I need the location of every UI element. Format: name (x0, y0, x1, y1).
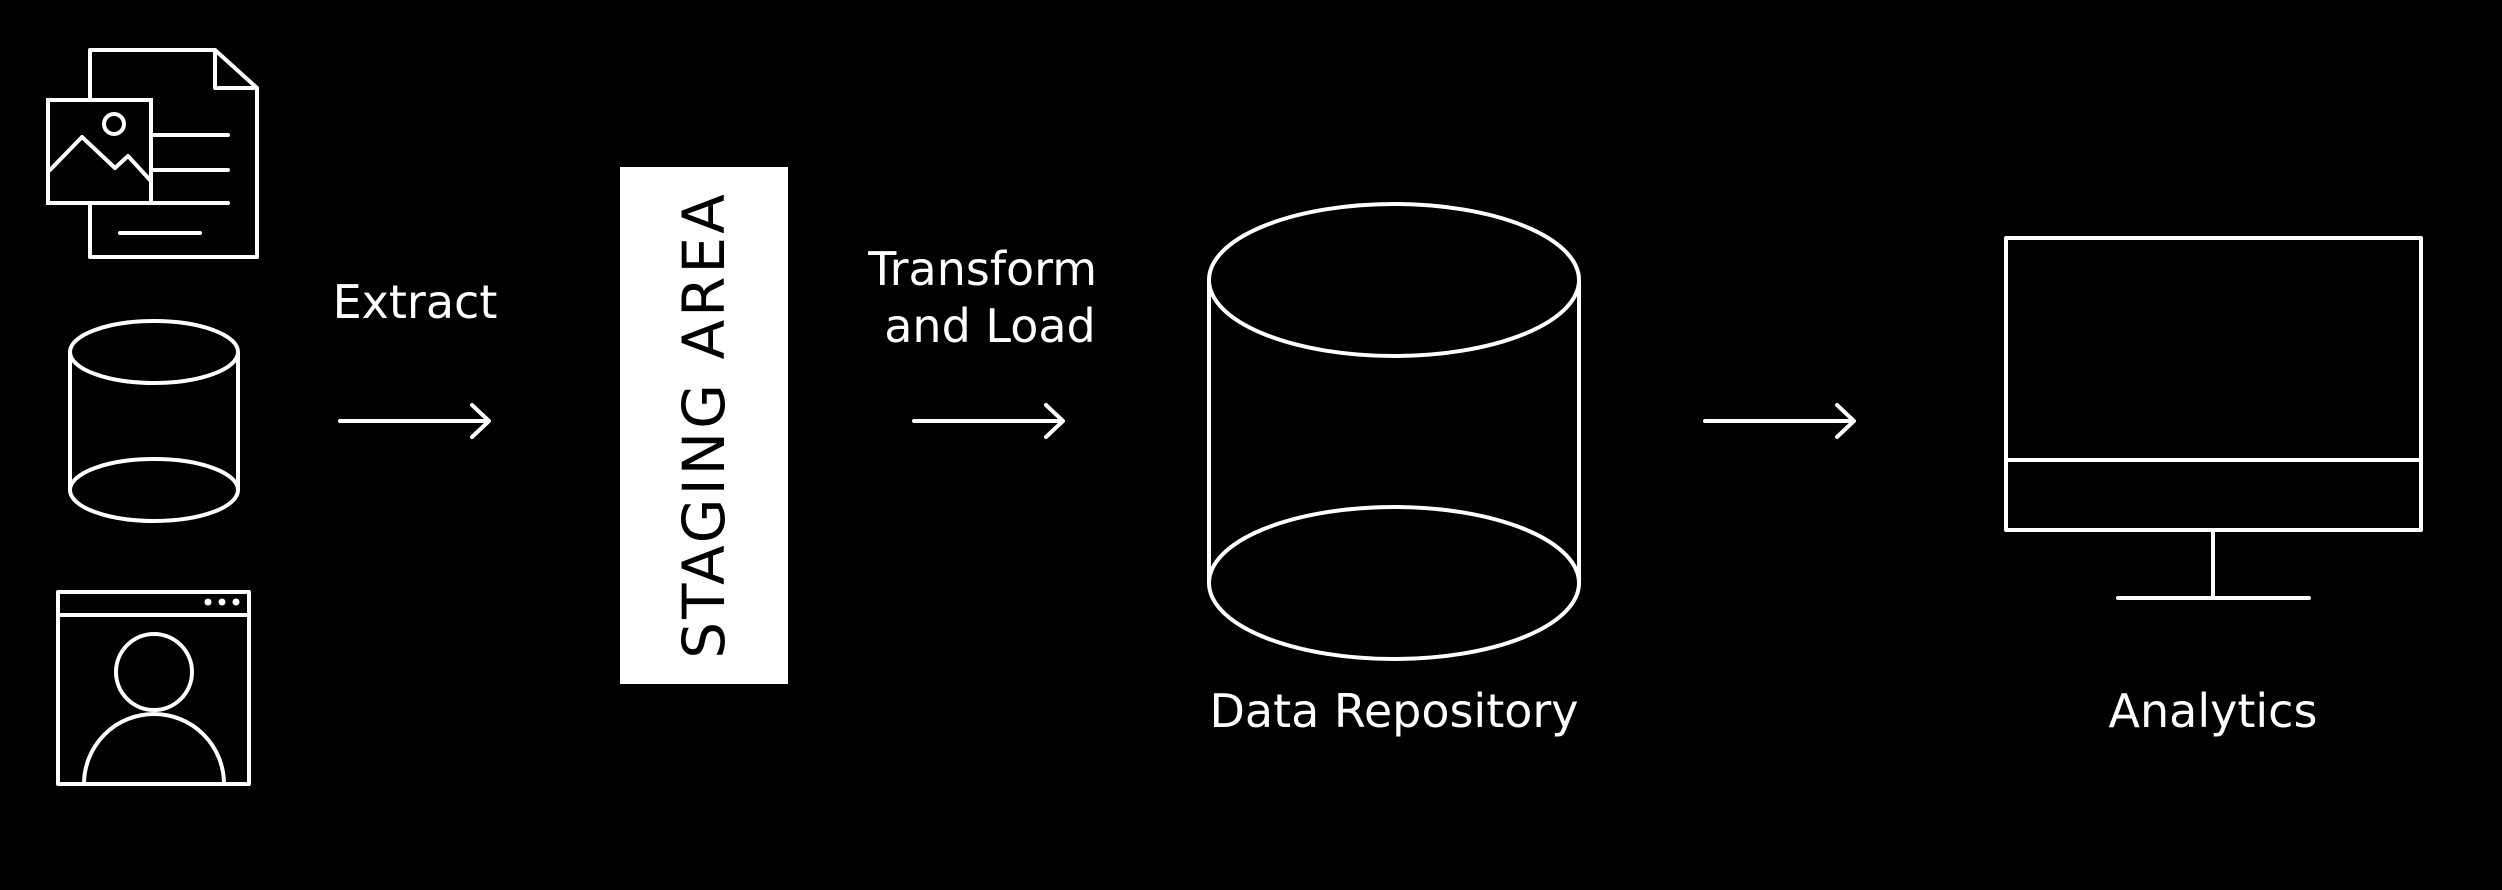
staging-area-box (620, 167, 788, 684)
extract-label: Extract (333, 275, 498, 329)
document-image-icon (46, 48, 259, 259)
analytics-label: Analytics (2109, 684, 2318, 738)
analytics-arrow (1703, 403, 1856, 439)
transform-arrow (912, 403, 1065, 439)
transform-label-line-2: and Load (884, 299, 1096, 353)
staging-area: STAGING AREA (620, 167, 788, 684)
transform-label-line-1: Transform (867, 242, 1097, 296)
monitor-icon (2004, 236, 2423, 600)
extract-arrow (338, 403, 491, 439)
user-profile-window-icon (56, 590, 251, 786)
transform-label: Transform and Load (867, 242, 1111, 353)
database-icon (68, 319, 240, 523)
sources-group (46, 48, 259, 786)
database-cylinder-icon (1207, 202, 1581, 661)
staging-area-label: STAGING AREA (670, 191, 738, 659)
data-repository-label: Data Repository (1209, 684, 1578, 738)
